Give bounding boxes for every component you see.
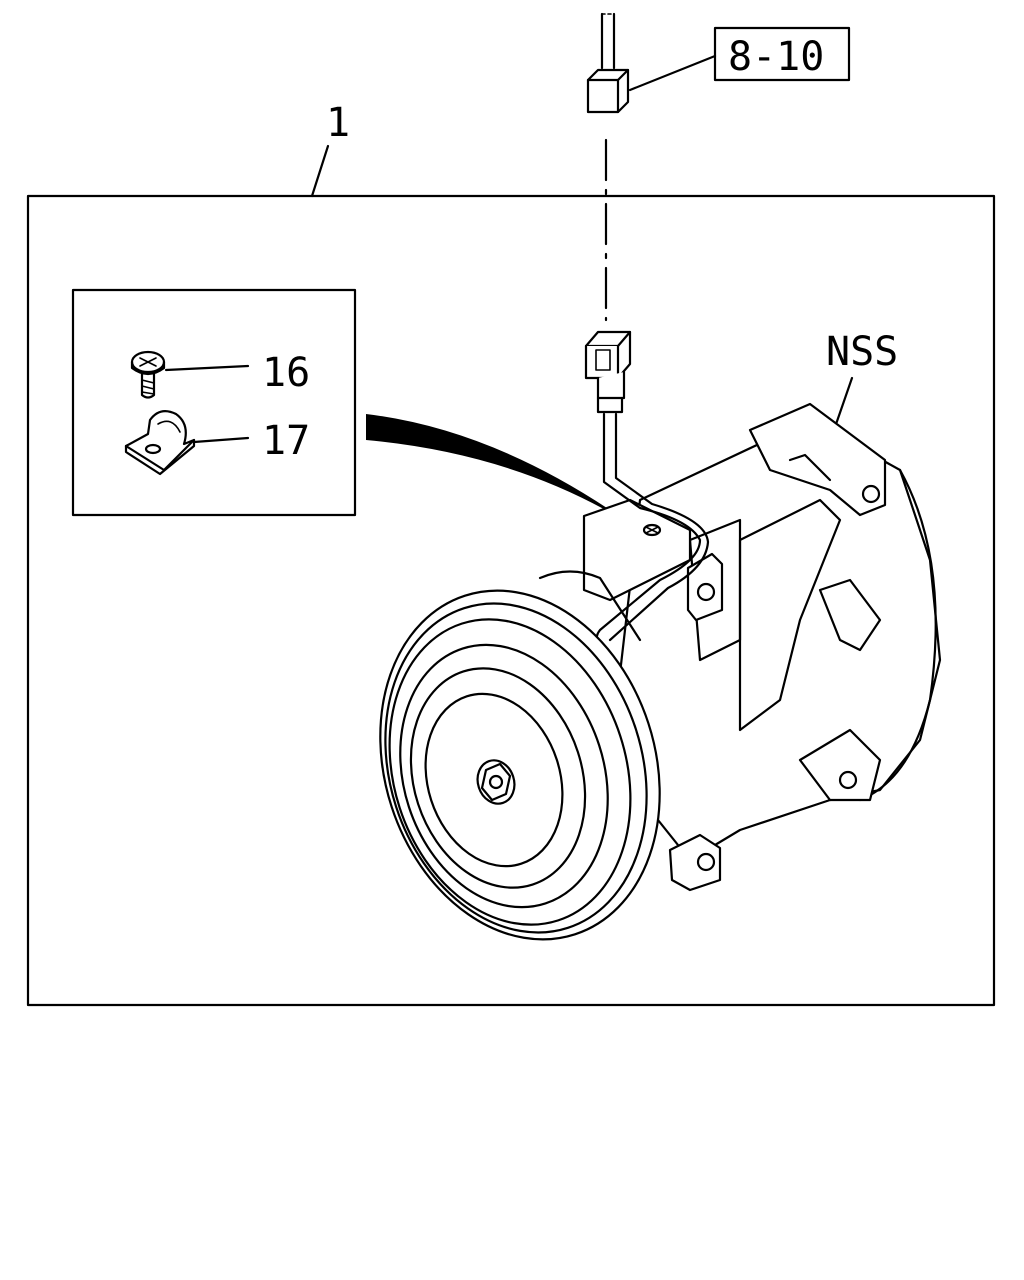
harness-connector-compressor xyxy=(584,330,632,414)
callout-nss: NSS xyxy=(826,329,898,375)
ac-compressor-illustration xyxy=(379,402,942,941)
leader-bolt-16 xyxy=(164,364,250,372)
leader-nss xyxy=(832,376,854,432)
callout-clip-17: 17 xyxy=(262,418,310,464)
detail-pointer-wedge xyxy=(366,414,636,528)
callout-assembly-1: 1 xyxy=(326,100,350,146)
inset-box xyxy=(71,288,357,517)
callout-ref-8-10: 8-10 xyxy=(728,34,824,80)
bolt-16-illustration xyxy=(130,350,166,399)
ref-box-8-10 xyxy=(713,26,851,82)
harness-connector-top xyxy=(586,12,630,114)
assembly-frame xyxy=(26,194,996,1007)
clip-17-illustration xyxy=(124,409,196,476)
callout-bolt-16: 16 xyxy=(262,350,310,396)
leader-ref-8-10 xyxy=(628,54,717,92)
leader-assembly-1 xyxy=(310,144,330,198)
leader-clip-17 xyxy=(192,436,250,444)
